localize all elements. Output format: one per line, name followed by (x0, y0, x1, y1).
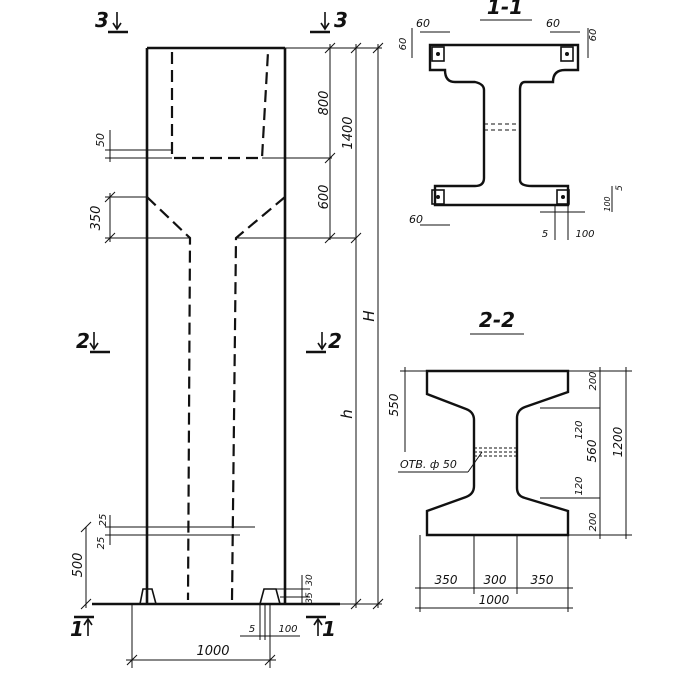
section-mark-2-left: 2 (76, 329, 90, 353)
s2-dim-120-bottom: 120 (574, 476, 585, 495)
s2-dim-200-top: 200 (588, 371, 599, 390)
dim-25-b: 25 (96, 537, 107, 550)
dim-30: 30 (305, 574, 315, 586)
s1-dim-60-left-side: 60 (398, 38, 409, 51)
section-mark-2: 2 2 (76, 329, 342, 354)
s2-dim-560: 560 (585, 439, 599, 462)
s2-dim-1200: 1200 (611, 426, 625, 457)
s2-dim-350-left: 350 (435, 573, 458, 587)
dim-H: H (360, 310, 378, 321)
section-mark-1: 1 1 (70, 615, 336, 641)
s2-hole-label: ОТВ. ф 50 (400, 458, 457, 471)
s1-dim-100: 100 (575, 229, 594, 240)
s1-dim-60-bottom-left: 60 (409, 213, 423, 226)
elevation-right-dimensions: 800 1400 600 H h (285, 42, 384, 610)
section-mark-3-right: 3 (334, 8, 348, 32)
section-mark-2-right: 2 (328, 329, 342, 353)
s2-dim-1000: 1000 (479, 593, 510, 607)
s1-dim-60-top-right: 60 (546, 17, 560, 30)
s1-dim-100-side: 100 (603, 196, 612, 211)
s2-dim-120-top: 120 (574, 420, 585, 439)
section-1-1-title: 1-1 (487, 0, 523, 19)
dim-1000-elev: 1000 (196, 644, 229, 659)
elevation-left-dimensions: 50 350 25 25 500 (71, 130, 116, 610)
section-2-2-title: 2-2 (479, 308, 515, 332)
section-mark-1-right: 1 (322, 617, 336, 641)
dim-800: 800 (317, 91, 332, 116)
s1-dim-5-side: 5 (615, 185, 625, 191)
section-mark-3: 3 3 (95, 8, 348, 34)
section-2-2: 2-2 550 200 120 560 1200 120 200 350 300… (387, 308, 632, 612)
s1-dim-5: 5 (542, 229, 548, 240)
section-mark-1-left: 1 (70, 617, 84, 641)
dim-5-base: 5 (249, 624, 255, 635)
dim-1400: 1400 (341, 116, 356, 149)
dim-25-a: 25 (98, 514, 109, 527)
s1-dim-60-right-side: 60 (588, 29, 599, 42)
s1-dim-60-top-left: 60 (416, 17, 430, 30)
dim-35: 35 (305, 592, 315, 604)
dim-350-left: 350 (89, 206, 104, 231)
section-mark-3-left: 3 (95, 8, 109, 32)
s2-dim-200-bottom: 200 (588, 512, 599, 531)
column-elevation (92, 46, 356, 606)
dim-500: 500 (71, 553, 86, 578)
s2-dim-550: 550 (387, 393, 401, 416)
section-1-1: 1-1 60 60 60 60 60 5 100 5 100 (398, 0, 625, 240)
dim-600: 600 (317, 185, 332, 210)
s2-dim-350-right: 350 (531, 573, 554, 587)
s2-dim-300: 300 (484, 573, 507, 587)
elevation-bottom-dimensions: 1000 5 100 30 35 (126, 574, 315, 668)
dim-100-base: 100 (278, 624, 297, 635)
dim-h: h (338, 409, 356, 419)
dim-50: 50 (94, 133, 107, 147)
